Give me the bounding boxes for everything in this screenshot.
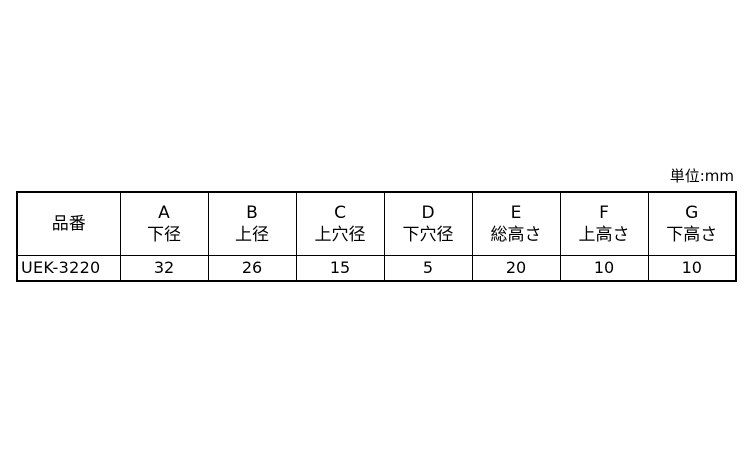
- column-header-f: F 上高さ: [559, 191, 649, 256]
- column-name: 下穴径: [402, 225, 454, 245]
- column-name: 上高さ: [578, 225, 630, 245]
- column-letter: F: [599, 203, 609, 223]
- unit-label: 単位:mm: [669, 167, 734, 185]
- part-number-cell: UEK-3220: [16, 255, 121, 282]
- table-header-row: 品番 A 下径 B 上径 C 上穴径 D 下穴径 E 総高さ F 上高さ G 下…: [16, 191, 737, 256]
- column-header-d: D 下穴径: [383, 191, 473, 256]
- spec-table: 品番 A 下径 B 上径 C 上穴径 D 下穴径 E 総高さ F 上高さ G 下…: [16, 191, 737, 282]
- value-cell-a: 32: [119, 255, 209, 282]
- column-letter: E: [510, 203, 522, 223]
- value-cell-c: 15: [295, 255, 385, 282]
- column-header-e: E 総高さ: [471, 191, 561, 256]
- table-row: UEK-3220 32 26 15 5 20 10 10: [16, 255, 737, 282]
- column-letter: C: [334, 203, 346, 223]
- value-cell-g: 10: [647, 255, 737, 282]
- column-name: 下径: [147, 225, 181, 245]
- column-header-c: C 上穴径: [295, 191, 385, 256]
- value-cell-f: 10: [559, 255, 649, 282]
- column-name: 上径: [235, 225, 269, 245]
- column-letter: G: [685, 203, 699, 223]
- part-number-header: 品番: [16, 191, 121, 256]
- column-name: 上穴径: [314, 225, 366, 245]
- column-letter: B: [246, 203, 258, 223]
- value-cell-b: 26: [207, 255, 297, 282]
- column-letter: D: [421, 203, 435, 223]
- value-cell-d: 5: [383, 255, 473, 282]
- column-header-b: B 上径: [207, 191, 297, 256]
- value-cell-e: 20: [471, 255, 561, 282]
- column-name: 下高さ: [666, 225, 718, 245]
- column-name: 総高さ: [490, 225, 542, 245]
- column-letter: A: [158, 203, 170, 223]
- column-header-g: G 下高さ: [647, 191, 737, 256]
- column-header-a: A 下径: [119, 191, 209, 256]
